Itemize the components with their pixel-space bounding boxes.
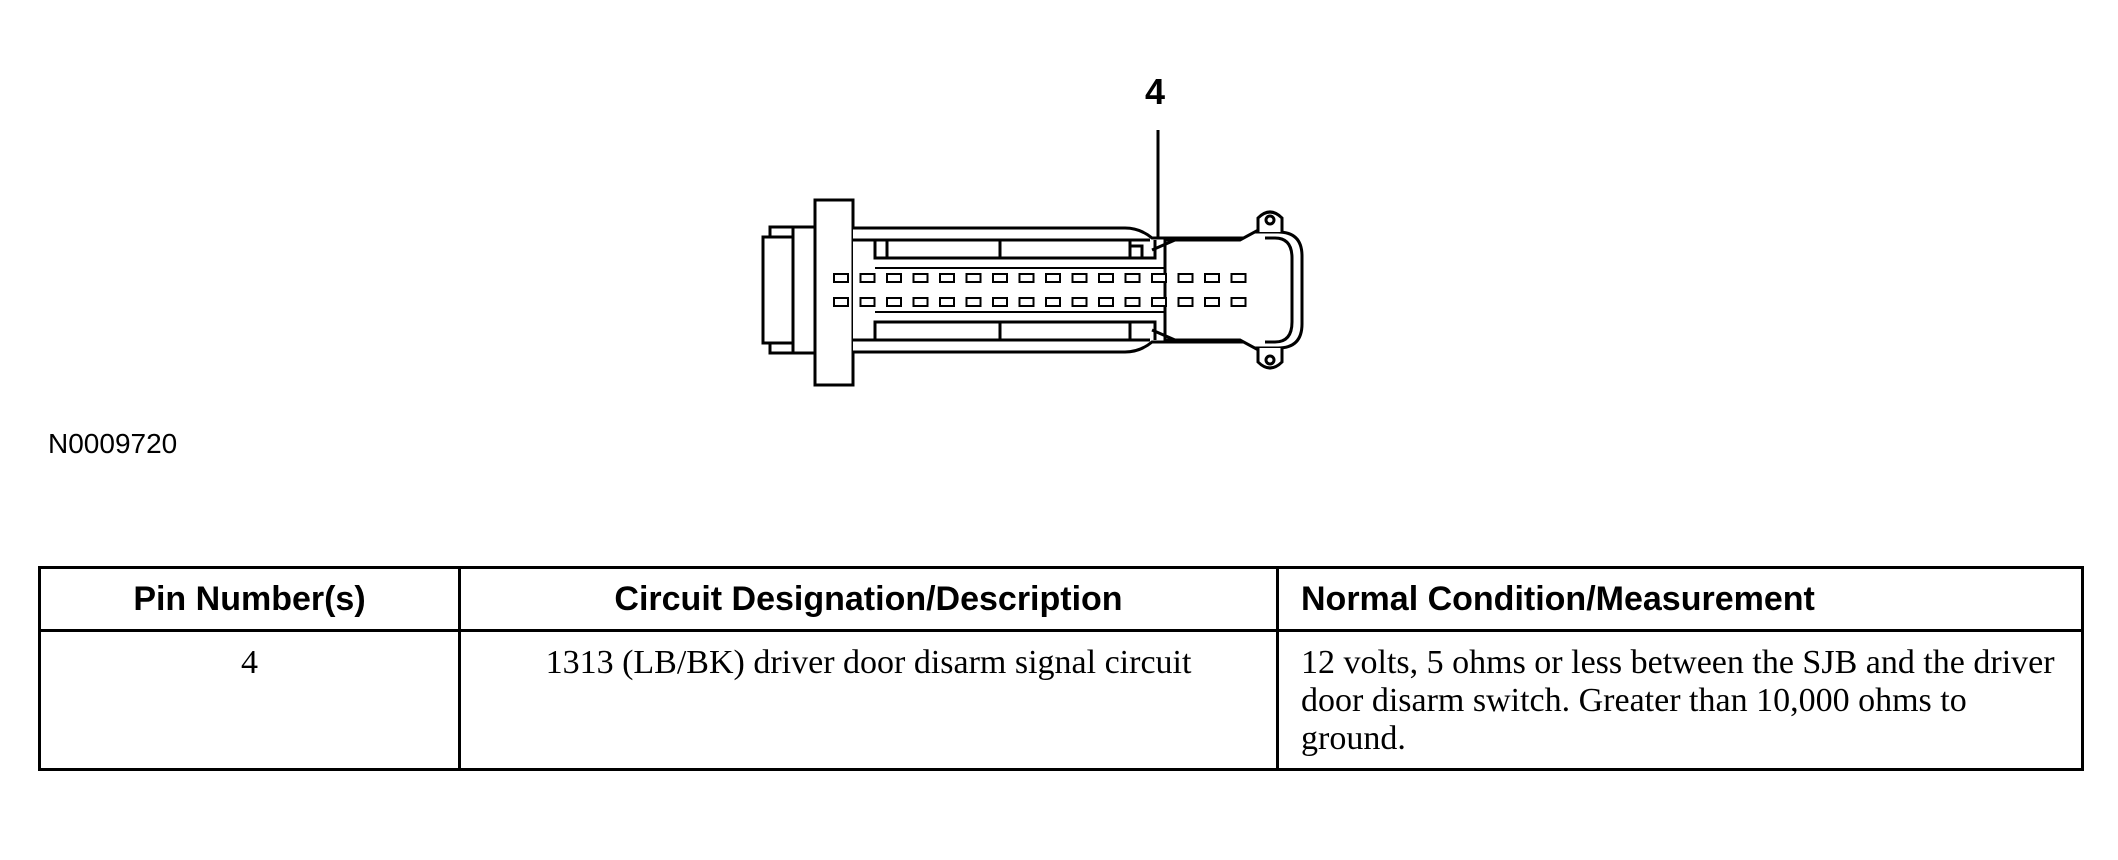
pin-cavity: [1177, 297, 1194, 307]
pin-cavity: [859, 297, 876, 307]
pin-cavity: [1098, 273, 1114, 283]
pin-cavity: [1071, 273, 1088, 283]
pin-cavity: [859, 273, 876, 283]
pin-cavity: [939, 273, 955, 283]
pin-cavity: [1124, 297, 1141, 307]
callout-label: 4: [1145, 71, 1165, 112]
pin-cavity: [965, 297, 982, 307]
pin-cavity: [912, 273, 929, 283]
pin-cavity: [833, 273, 849, 283]
table-row: 4 1313 (LB/BK) driver door disarm signal…: [38, 629, 2084, 771]
cell-measurement: 12 volts, 5 ohms or less between the SJB…: [1276, 629, 2084, 771]
connector-body: [761, 198, 1304, 387]
cell-pin-number: 4: [38, 629, 461, 771]
pin-cavity: [1018, 273, 1035, 283]
pin-cavity: [965, 273, 982, 283]
pin-cavity: [1204, 273, 1220, 283]
pin-cavity: [1177, 273, 1194, 283]
pin-cavity: [1151, 297, 1167, 307]
pin-cavity: [1071, 297, 1088, 307]
connector-diagram: 4: [761, 71, 1304, 387]
pin-cavity: [1230, 273, 1247, 283]
pin-cavity: [1098, 297, 1114, 307]
pin-cavity: [992, 297, 1008, 307]
cell-circuit-description: 1313 (LB/BK) driver door disarm signal c…: [458, 629, 1279, 771]
figure-id: N0009720: [48, 428, 178, 459]
header-circuit-designation: Circuit Designation/Description: [458, 566, 1279, 632]
pin-cavity: [912, 297, 929, 307]
pin-cavity: [1151, 273, 1167, 283]
pin-cavity: [1230, 297, 1247, 307]
pin-cavity: [886, 273, 902, 283]
pin-cavity: [1045, 297, 1061, 307]
pin-cavity: [992, 273, 1008, 283]
header-normal-condition: Normal Condition/Measurement: [1276, 566, 2084, 632]
pin-table: Pin Number(s) Circuit Designation/Descri…: [38, 566, 2084, 771]
table-header-row: Pin Number(s) Circuit Designation/Descri…: [38, 566, 2084, 632]
pin-cavity: [1045, 273, 1061, 283]
pin-cavity: [1204, 297, 1220, 307]
pin-cavity: [939, 297, 955, 307]
pin-cavity: [886, 297, 902, 307]
pin-cavity: [1018, 297, 1035, 307]
header-pin-numbers: Pin Number(s): [38, 566, 461, 632]
pin-cavity: [833, 297, 849, 307]
pin-array: [833, 273, 1247, 307]
pin-cavity: [1124, 273, 1141, 283]
